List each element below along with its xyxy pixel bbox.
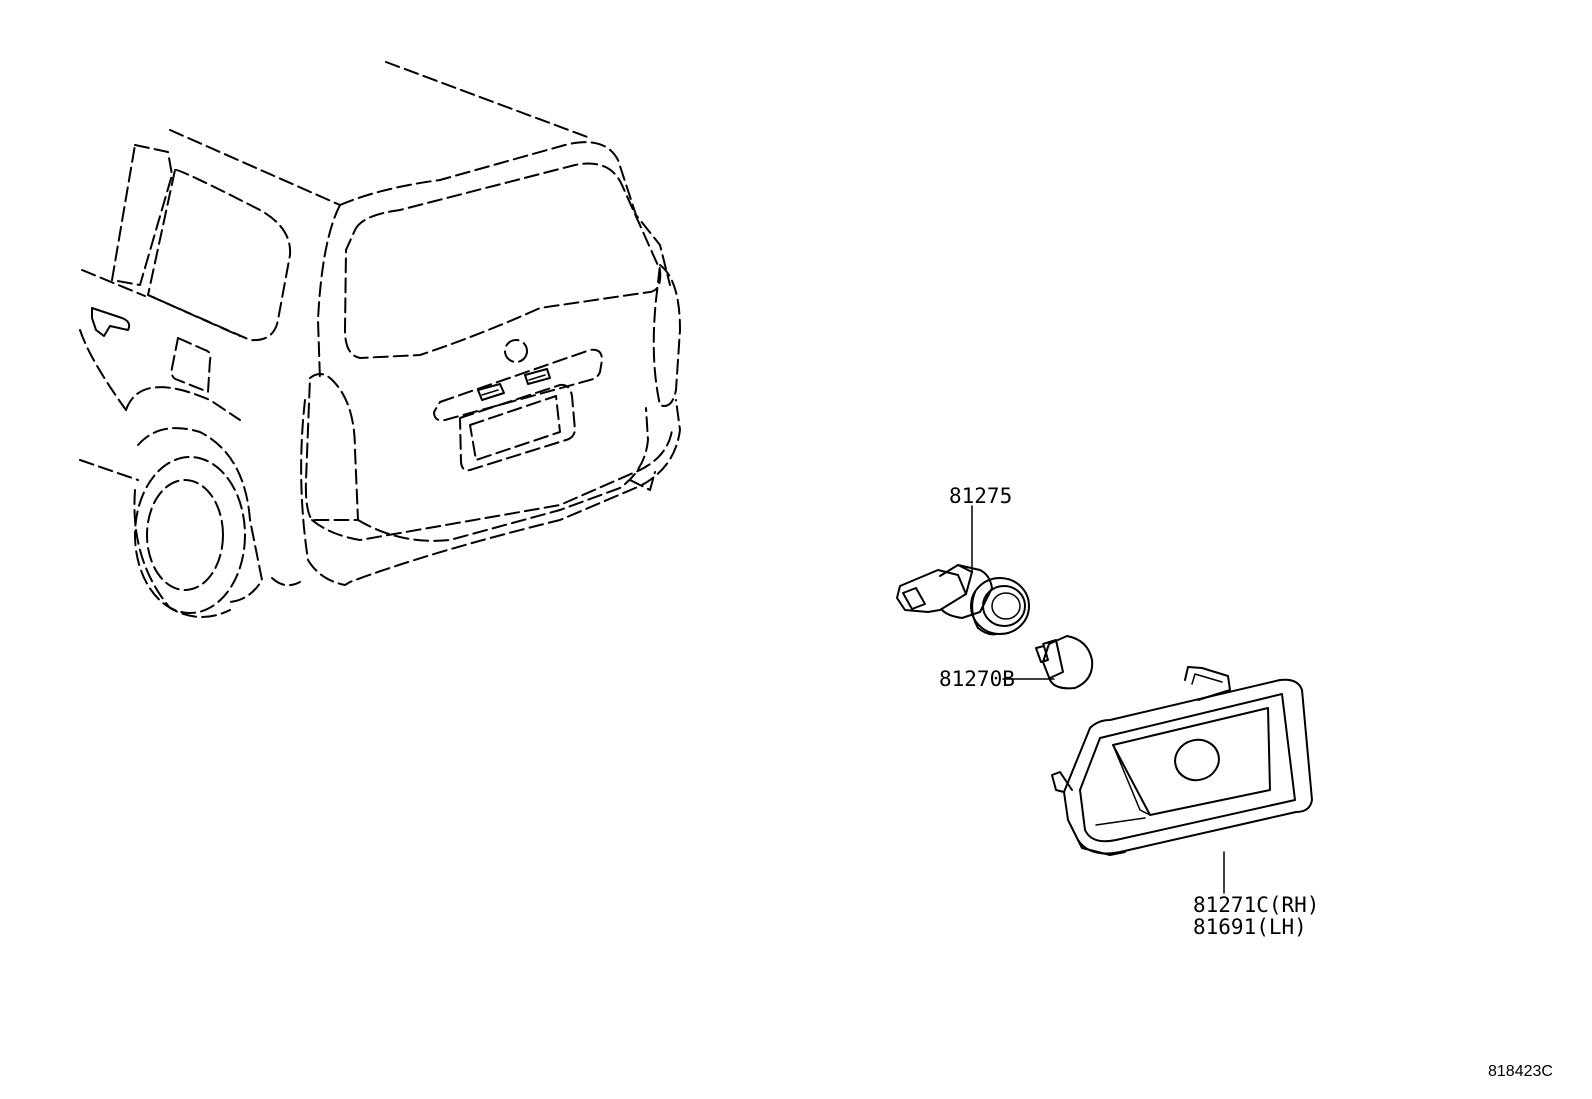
bulb-drawing	[1035, 635, 1094, 690]
lens-drawing	[1051, 666, 1313, 856]
part-number-lens-lh: 81691(LH)	[1193, 915, 1307, 939]
vehicle-illustration	[79, 61, 681, 619]
part-number-bulb: 81270B	[939, 667, 1015, 691]
figure-code: 818423C	[1488, 1063, 1553, 1080]
part-number-lens-rh: 81271C(RH)	[1193, 893, 1319, 917]
socket-drawing	[896, 564, 1030, 636]
part-number-socket: 81275	[949, 484, 1012, 508]
